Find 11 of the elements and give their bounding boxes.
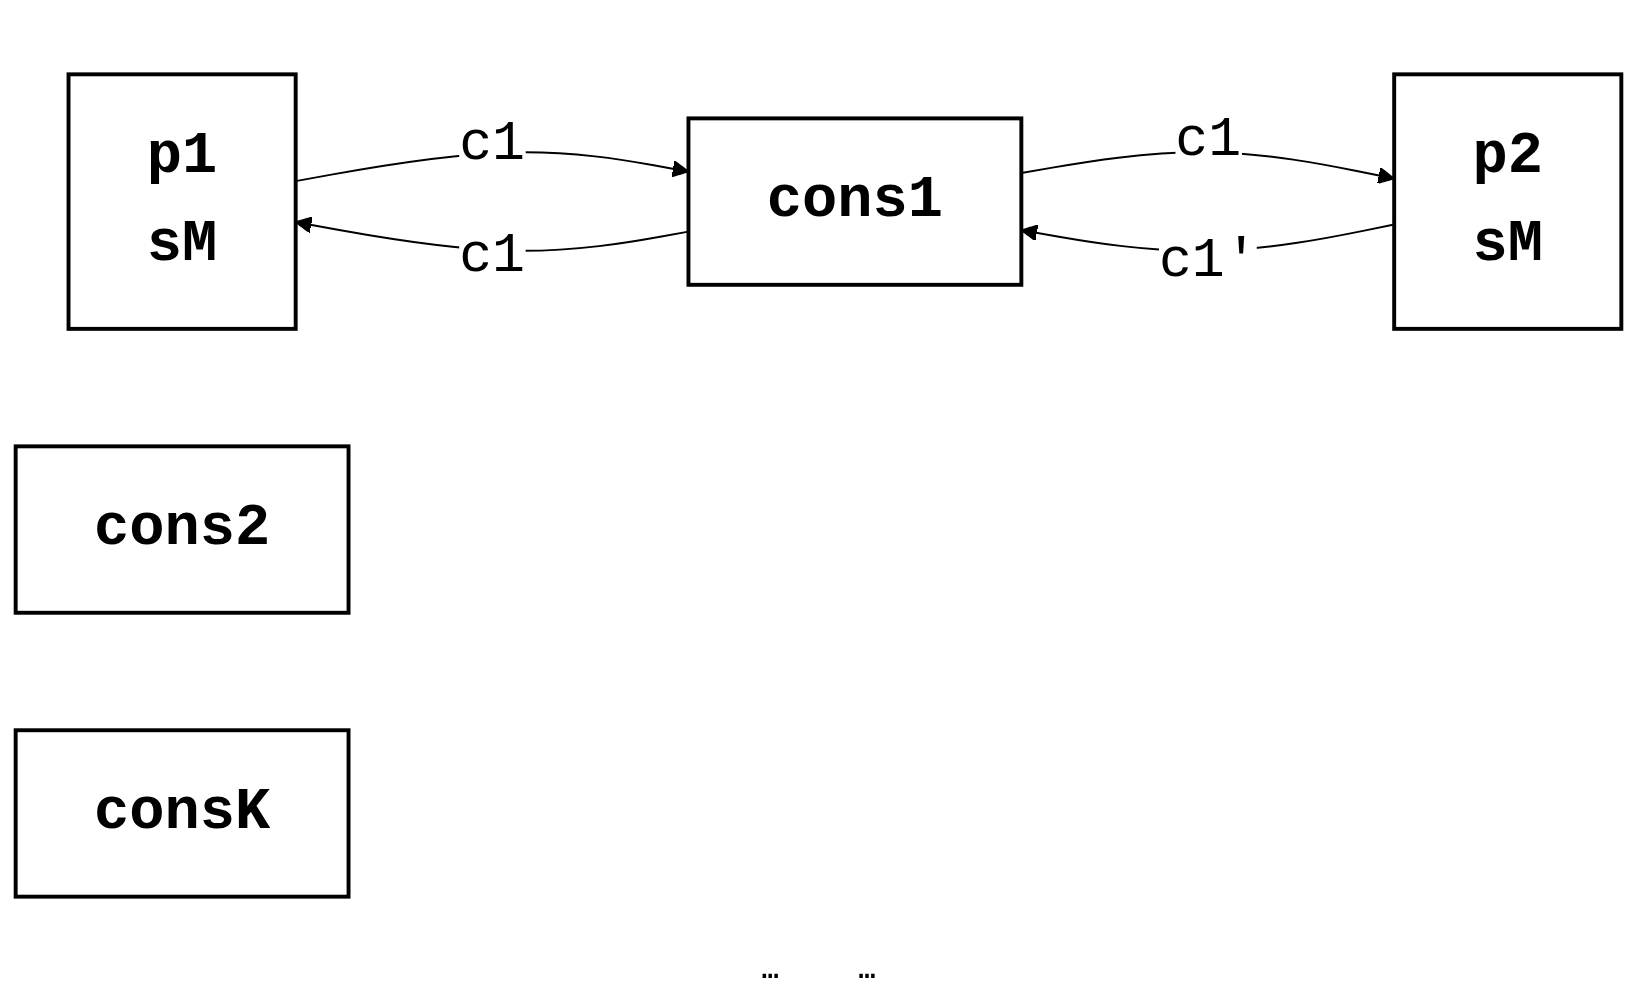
edge-label: c1: [459, 114, 525, 176]
node-box: p1 sM: [66, 72, 298, 331]
ellipsis-label: …: [858, 955, 876, 986]
node-box: cons2: [13, 444, 351, 615]
edge-label: c1: [1175, 109, 1242, 171]
node-box: p2 sM: [1392, 72, 1624, 331]
node-box: cons1: [686, 116, 1024, 287]
ellipsis-label: …: [761, 955, 779, 986]
edge-label: c1′: [1158, 230, 1258, 292]
edge-label: c1: [459, 226, 525, 287]
node-box: consK: [13, 728, 351, 899]
